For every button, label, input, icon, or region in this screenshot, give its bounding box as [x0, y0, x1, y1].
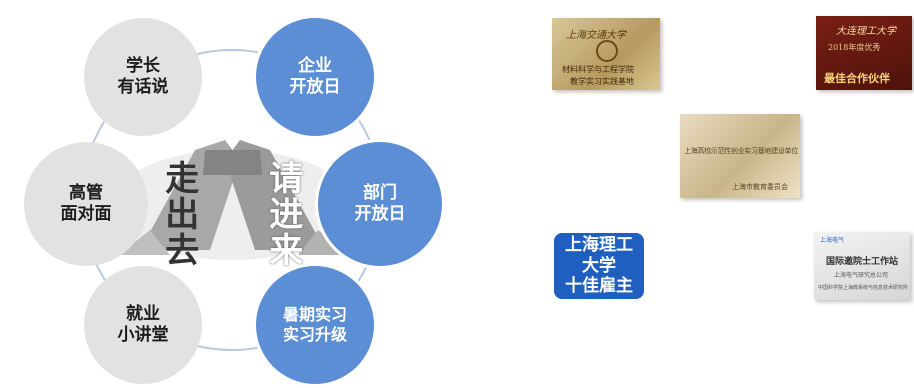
center-right-text: 请进来	[262, 160, 303, 268]
plaque-line1: 2018年度优秀	[828, 43, 881, 52]
node-line2: 实习升级	[282, 325, 347, 344]
handshake-illustration	[112, 140, 352, 260]
award-plaque-shanghai-base: 上海高校示范性创业实习基地建设单位 上海市教育委员会	[680, 114, 800, 198]
node-line2: 小讲堂	[117, 325, 169, 345]
node-alumni-talk[interactable]: 学长 有话说	[84, 18, 202, 136]
plaque-line3: 中国科学院上海微系统与信息技术研究所	[818, 285, 909, 291]
node-line1: 高管	[69, 182, 103, 203]
plaque-line1: 材料科学与工程学院	[562, 65, 634, 74]
node-department-open-day[interactable]: 部门 开放日	[318, 142, 442, 266]
plaque-title: 上海交通大学	[566, 30, 626, 41]
node-line1: 暑期实习	[282, 305, 347, 324]
plaque-line2: 上海电气研究总公司	[834, 272, 889, 279]
plaque-title: 大连理工大学	[836, 26, 896, 37]
award-plaque-academician: 上海电气 国际邀院士工作站 上海电气研究总公司 中国科学院上海微系统与信息技术研…	[814, 232, 910, 300]
award-badge-usst: 上海理工 大学 十佳雇主	[554, 233, 644, 299]
node-line2: 有话说	[117, 77, 169, 97]
badge-line1: 上海理工	[565, 235, 633, 256]
node-summer-internship[interactable]: 暑期实习 实习升级	[256, 266, 374, 384]
node-line1: 企业	[298, 55, 332, 76]
plaque-line2: 教学实习实践基地	[570, 77, 634, 86]
node-career-lecture[interactable]: 就业 小讲堂	[84, 266, 202, 384]
wheel-backdrop	[81, 49, 383, 351]
plaque-line2: 上海市教育委员会	[732, 183, 788, 191]
plaque-line2: 最佳合作伙伴	[824, 72, 890, 85]
award-plaque-dlut: 大连理工大学 2018年度优秀 最佳合作伙伴	[816, 16, 912, 90]
badge-line2: 大学	[582, 255, 616, 276]
node-line2: 开放日	[289, 77, 341, 97]
plaque-line1: 上海高校示范性创业实习基地建设单位	[684, 147, 798, 155]
node-line1: 就业	[126, 303, 160, 324]
center-left-text: 走出去	[158, 160, 199, 268]
node-line1: 部门	[363, 182, 397, 203]
node-line2: 开放日	[354, 204, 406, 224]
node-line1: 学长	[126, 55, 160, 76]
node-executive-face-to-face[interactable]: 高管 面对面	[24, 142, 148, 266]
node-company-open-day[interactable]: 企业 开放日	[256, 18, 374, 136]
plaque-logo: 上海电气	[820, 237, 845, 244]
node-line2: 面对面	[60, 204, 112, 224]
emblem-icon	[596, 40, 618, 62]
plaque-line1: 国际邀院士工作站	[826, 257, 899, 267]
award-plaque-sjtu: 上海交通大学 材料科学与工程学院 教学实习实践基地	[552, 18, 660, 90]
badge-line3: 十佳雇主	[565, 276, 633, 297]
